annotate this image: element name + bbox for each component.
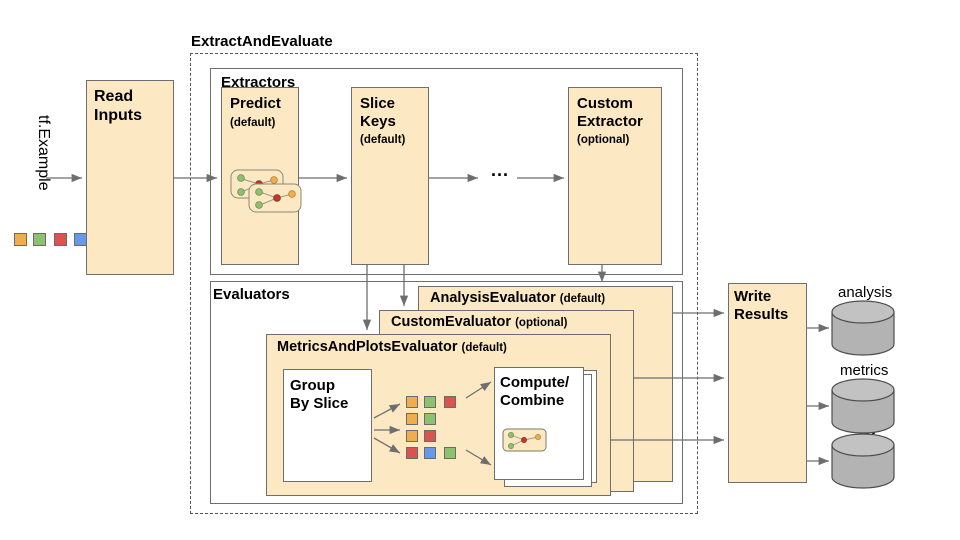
slice-swatch [424, 413, 436, 425]
write-results-line2: Results [734, 305, 789, 323]
slice-swatch [406, 447, 418, 459]
group-evaluators-title: Evaluators [213, 286, 290, 303]
node-custom-extractor-title: Custom Extractor (optional) [577, 95, 669, 148]
node-analysis-evaluator-title: AnalysisEvaluator (default) [430, 290, 678, 307]
slice-swatch [444, 447, 456, 459]
slice-swatch [406, 396, 418, 408]
read-inputs-line2: Inputs [94, 106, 142, 124]
output-label-analysis: analysis [838, 284, 893, 301]
group-extract-and-evaluate [190, 53, 698, 514]
custom-extractor-sub: (optional) [577, 134, 630, 147]
slice-keys-sub: (default) [360, 134, 406, 147]
extractors-ellipsis: ... [491, 160, 510, 180]
node-custom-extractor[interactable] [568, 87, 662, 265]
node-group-by-slice-title: Group By Slice [290, 377, 380, 412]
node-predict-title: Predict (default) [230, 95, 306, 130]
outputs-ellipsis: ... [859, 418, 878, 438]
group-by-slice-line2: By Slice [290, 394, 349, 412]
slice-keys-line1: Slice [360, 95, 396, 112]
analysis-evaluator-name: AnalysisEvaluator [430, 290, 556, 306]
slice-swatch [444, 396, 456, 408]
group-extractors-title: Extractors [221, 74, 296, 91]
metrics-and-plots-evaluator-name: MetricsAndPlotsEvaluator [277, 339, 458, 355]
write-results-line1: Write [734, 288, 772, 305]
group-extract-and-evaluate-title: ExtractAndEvaluate [191, 33, 333, 50]
metrics-and-plots-evaluator-sub: (default) [461, 342, 507, 354]
slice-swatch [406, 413, 418, 425]
custom-evaluator-sub: (optional) [515, 317, 568, 329]
input-swatch [33, 233, 46, 246]
analysis-evaluator-sub: (default) [559, 293, 606, 305]
cylinder-other [831, 433, 895, 489]
input-swatch [14, 233, 27, 246]
slice-swatch [424, 447, 436, 459]
node-write-results-title: Write Results [734, 288, 816, 323]
slice-swatch-grid [406, 396, 466, 466]
node-metrics-and-plots-evaluator-title: MetricsAndPlotsEvaluator (default) [277, 339, 617, 356]
slice-swatch [424, 396, 436, 408]
node-compute-combine-title: Compute/ Combine [500, 374, 592, 409]
slice-swatch [406, 430, 418, 442]
slice-keys-line2: Keys [360, 112, 396, 130]
node-compute-combine[interactable] [494, 367, 584, 480]
compute-combine-line2: Combine [500, 391, 565, 409]
input-label: tf.Example [35, 115, 52, 191]
node-read-inputs-title: Read Inputs [94, 88, 174, 126]
node-group-by-slice[interactable] [283, 369, 372, 482]
compute-combine-line1: Compute/ [500, 374, 570, 391]
input-swatch [54, 233, 67, 246]
predict-sub: (default) [230, 116, 276, 129]
custom-extractor-line2: Extractor [577, 112, 643, 130]
cylinder-analysis [831, 300, 895, 356]
slice-swatch [424, 430, 436, 442]
output-label-metrics: metrics [840, 362, 889, 379]
read-inputs-line1: Read [94, 88, 134, 105]
node-read-inputs[interactable] [86, 80, 174, 275]
input-swatch-group [14, 233, 87, 247]
predict-line1: Predict [230, 95, 281, 112]
custom-evaluator-name: CustomEvaluator [391, 314, 512, 330]
group-by-slice-line1: Group [290, 377, 335, 394]
node-slice-keys-title: Slice Keys (default) [360, 95, 436, 148]
node-write-results[interactable] [728, 283, 807, 483]
node-custom-evaluator-title: CustomEvaluator (optional) [391, 314, 639, 331]
custom-extractor-line1: Custom [577, 95, 633, 112]
node-slice-keys[interactable] [351, 87, 429, 265]
